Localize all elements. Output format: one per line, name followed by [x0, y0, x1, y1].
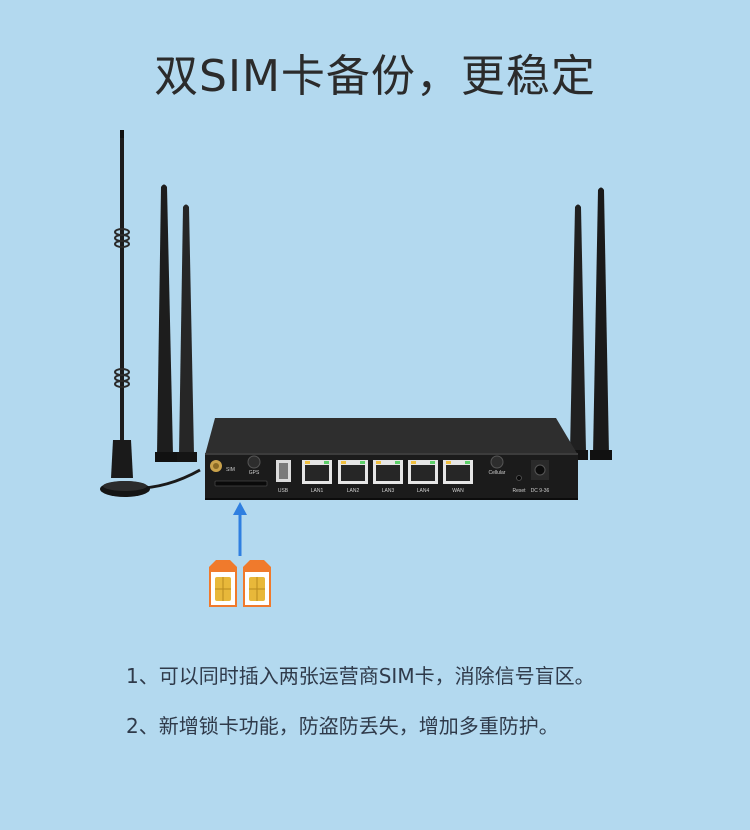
- feature-item: 2、新增锁卡功能，防盗防丢失，增加多重防护。: [126, 714, 559, 738]
- right-antennas: [566, 187, 612, 460]
- port-label-sim: SIM: [226, 467, 235, 473]
- port-label-lan1: LAN1: [311, 488, 324, 494]
- feature-list: 1、可以同时插入两张运营商SIM卡，消除信号盲区。 2、新增锁卡功能，防盗防丢失…: [126, 662, 595, 762]
- port-label-wan: WAN: [452, 488, 464, 494]
- magnetic-antenna: [100, 130, 201, 497]
- port-label-usb: USB: [278, 488, 289, 494]
- port-label-lan4: LAN4: [417, 488, 430, 494]
- router-body: SIM GPS USB LAN1 LAN2 LAN3 LAN4 WAN Cell…: [205, 418, 578, 500]
- port-label-cellular: Cellular: [489, 470, 506, 476]
- page-title: 双SIM卡备份，更稳定: [154, 51, 596, 102]
- port-label-reset: Reset: [512, 488, 526, 494]
- feature-item: 1、可以同时插入两张运营商SIM卡，消除信号盲区。: [126, 664, 595, 688]
- sim-card-icon: [209, 560, 237, 607]
- left-antennas: [155, 184, 197, 462]
- arrow-up-icon: [233, 502, 247, 556]
- port-label-lan2: LAN2: [347, 488, 360, 494]
- port-label-dc: DC 9-36: [531, 488, 550, 494]
- port-label-lan3: LAN3: [382, 488, 395, 494]
- sim-card-icon: [243, 560, 271, 607]
- port-label-gps: GPS: [249, 470, 260, 476]
